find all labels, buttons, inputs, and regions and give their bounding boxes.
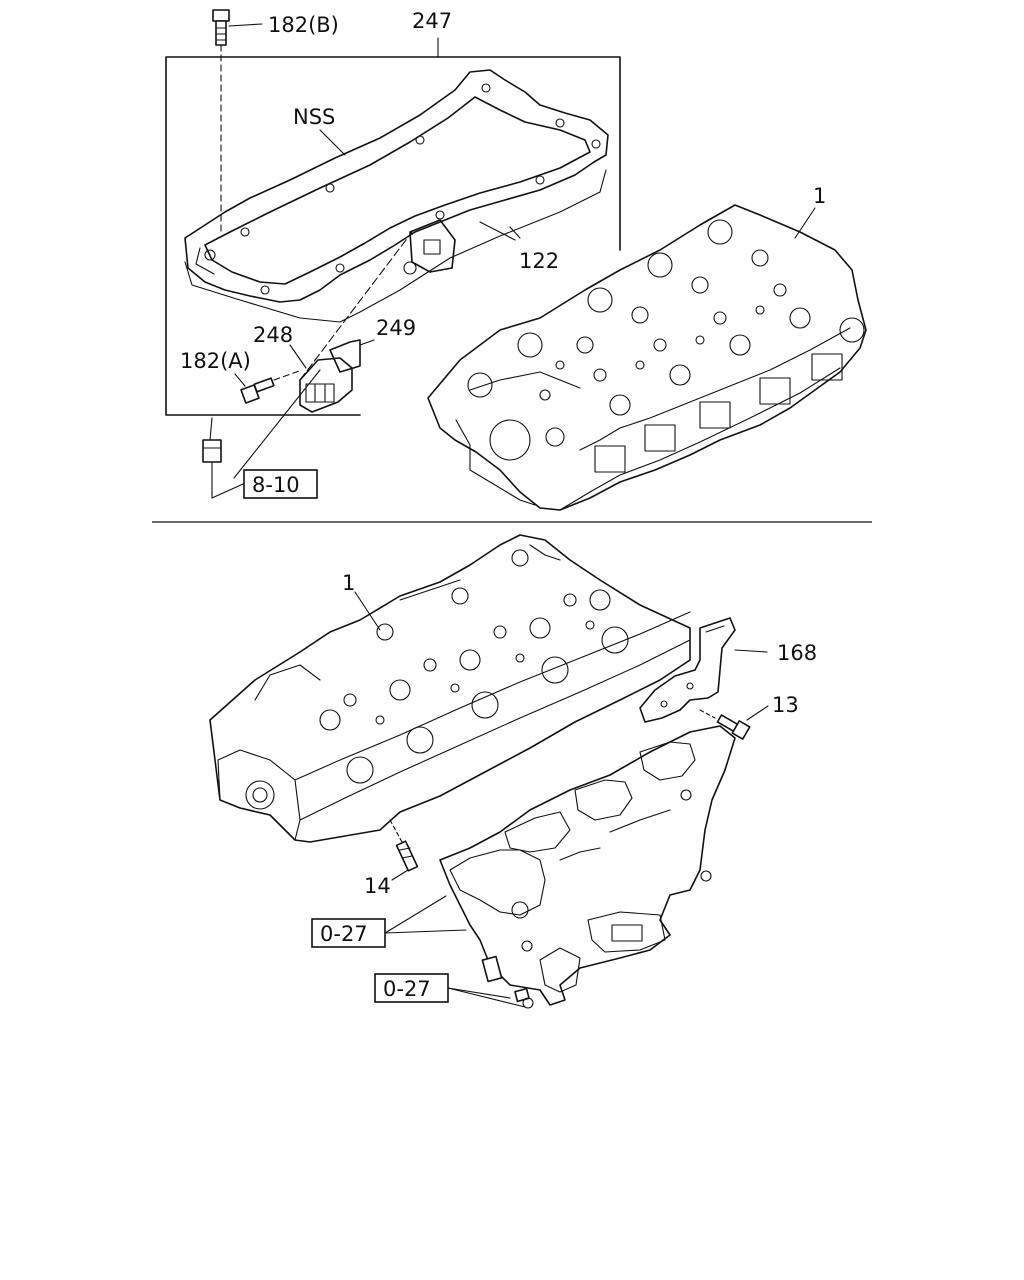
ref-mid-leader-1 [384, 895, 447, 934]
stud-14-part [389, 819, 419, 881]
cylinder-head-bottom-part [209, 534, 691, 843]
label-clip-249: 249 [376, 316, 416, 340]
cover-gasket-part [184, 69, 609, 323]
bolt-182a-part [234, 369, 303, 404]
gasket-leader [479, 221, 516, 241]
label-bolt-13: 13 [772, 693, 799, 717]
ref-box-0-27-mid [311, 918, 386, 948]
head-bottom-leader [354, 591, 381, 631]
label-gasket-122: 122 [519, 249, 559, 273]
bracket-168-part [639, 617, 768, 723]
ref-mid-leader-2 [384, 929, 467, 934]
sensor-leader-1 [299, 231, 413, 381]
label-bolt-182a: 182(A) [180, 349, 251, 373]
manifold-stud-nut [481, 955, 534, 1009]
sensor-leader-2 [233, 369, 321, 479]
ref-low-leader-1 [447, 987, 511, 999]
cover-assembly-frame [165, 56, 621, 416]
harness-connector [202, 417, 244, 499]
ref-box-8-10 [243, 469, 318, 499]
label-sensor-248: 248 [253, 323, 293, 347]
label-head-bottom-1: 1 [342, 571, 355, 595]
label-head-top-1: 1 [813, 184, 826, 208]
label-ref-0-27-low: 0-27 [383, 977, 431, 1001]
sensor-248-part [289, 339, 375, 413]
label-bracket-168: 168 [777, 641, 817, 665]
label-stud-14: 14 [364, 874, 391, 898]
upper-section [165, 9, 867, 511]
label-ref-0-27-mid: 0-27 [320, 922, 368, 946]
ref-low-leader-2 [447, 987, 526, 1008]
label-ref-8-10: 8-10 [252, 473, 300, 497]
bolt-182b-part [212, 9, 263, 233]
label-bolt-182b: 182(B) [268, 13, 339, 37]
nss-leader [319, 129, 346, 156]
lower-section [209, 534, 769, 1009]
label-nss: NSS [293, 105, 335, 129]
cylinder-head-top-part [427, 204, 867, 511]
bolt-13-part [699, 705, 769, 740]
head-top-leader [794, 207, 816, 239]
label-cover-assy-247: 247 [412, 9, 452, 33]
ref-box-0-27-low [374, 973, 449, 1003]
